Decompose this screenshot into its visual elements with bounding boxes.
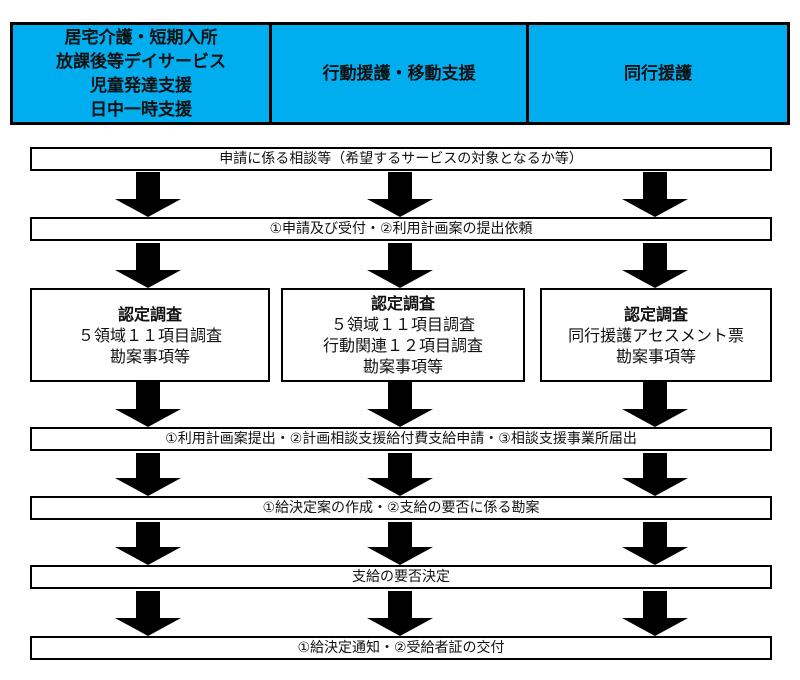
survey-line: ５領域１１項目調査 (330, 315, 475, 334)
survey-title: 認定調査 (623, 304, 688, 324)
down-arrow-icon (115, 453, 181, 496)
survey-line: 勘案事項等 (362, 357, 443, 376)
step-consultation: 申請に係る相談等（希望するサービスの対象となるか等） (30, 147, 772, 171)
step-plan-submission: ①利用計画案提出・②計画相談支援給付費支給申請・③相談支援事業所届出 (30, 427, 772, 451)
survey-line: 同行援護アセスメント票 (568, 325, 744, 345)
down-arrow-icon (115, 172, 181, 217)
survey-box-behavior-support: 認定調査 ５領域１１項目調査 行動関連１２項目調査 勘案事項等 (281, 288, 525, 382)
header-line: 行動援護・移動支援 (322, 63, 476, 84)
survey-line: 勘案事項等 (615, 346, 696, 366)
down-arrow-icon (115, 522, 181, 565)
header-line: 児童発達支援 (90, 75, 192, 96)
survey-line: 行動関連１２項目調査 (322, 336, 483, 355)
down-arrow-icon (622, 453, 688, 496)
down-arrow-icon (622, 243, 688, 288)
header-line: 居宅介護・短期入所 (64, 27, 218, 48)
down-arrow-icon (115, 243, 181, 288)
header-line: 同行援護 (624, 63, 692, 84)
down-arrow-icon (622, 522, 688, 565)
survey-box-home-care: 認定調査 ５領域１１項目調査 勘案事項等 (30, 288, 270, 382)
down-arrow-icon (367, 453, 433, 496)
step-decision: 支給の要否決定 (30, 565, 772, 589)
down-arrow-icon (367, 591, 433, 636)
down-arrow-icon (367, 522, 433, 565)
survey-box-accompany-support: 認定調査 同行援護アセスメント票 勘案事項等 (540, 288, 772, 382)
down-arrow-icon (115, 382, 181, 427)
down-arrow-icon (367, 243, 433, 288)
survey-title: 認定調査 (117, 304, 182, 324)
header-line: 日中一時支援 (90, 99, 192, 120)
survey-title: 認定調査 (370, 294, 435, 313)
survey-line: ５領域１１項目調査 (77, 325, 222, 345)
down-arrow-icon (367, 172, 433, 217)
down-arrow-icon (115, 591, 181, 636)
down-arrow-icon (622, 172, 688, 217)
header-col-behavior-support: 行動援護・移動支援 (269, 25, 526, 122)
step-notification: ①給決定通知・②受給者証の交付 (30, 636, 772, 660)
survey-line: 勘案事項等 (109, 346, 190, 366)
down-arrow-icon (622, 591, 688, 636)
header-col-accompany-support: 同行援護 (526, 25, 787, 122)
header-col-home-care: 居宅介護・短期入所 放課後等デイサービス 児童発達支援 日中一時支援 (13, 25, 269, 122)
header-line: 放課後等デイサービス (56, 51, 226, 72)
down-arrow-icon (367, 382, 433, 427)
service-category-header: 居宅介護・短期入所 放課後等デイサービス 児童発達支援 日中一時支援 行動援護・… (10, 22, 790, 125)
step-decision-draft: ①給決定案の作成・②支給の要否に係る勘案 (30, 496, 772, 520)
down-arrow-icon (622, 382, 688, 427)
step-application: ①申請及び受付・②利用計画案の提出依頼 (30, 217, 772, 241)
